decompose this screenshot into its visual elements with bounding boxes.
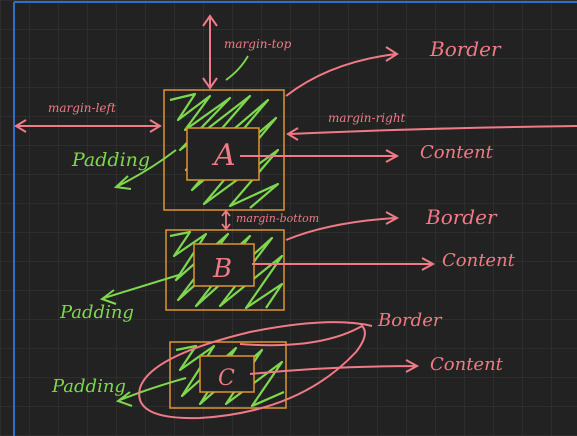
box-b: B bbox=[165, 229, 285, 311]
border-b-label: Border bbox=[425, 205, 498, 229]
box-a: A bbox=[163, 89, 285, 211]
box-b-border bbox=[165, 229, 285, 311]
box-b-padding-hatch bbox=[169, 230, 284, 310]
border-b-arrow bbox=[285, 211, 400, 241]
border-c-label: Border bbox=[377, 310, 443, 331]
content-a-arrow bbox=[240, 149, 400, 163]
margin-top-label: margin-top bbox=[224, 37, 292, 51]
margin-right-label: margin-right bbox=[328, 111, 406, 125]
border-a-label: Border bbox=[429, 37, 502, 61]
border-a-arrow bbox=[285, 46, 399, 97]
canvas-frame bbox=[13, 1, 577, 436]
padding-c-arrow bbox=[115, 377, 187, 407]
box-b-content bbox=[193, 243, 255, 287]
margin-bottom-arrow bbox=[221, 209, 231, 231]
padding-b-arrow bbox=[99, 273, 183, 305]
content-a-label: Content bbox=[420, 142, 494, 163]
padding-a-arrow bbox=[113, 149, 177, 190]
box-c: C bbox=[169, 341, 287, 409]
margin-left-label: margin-left bbox=[48, 101, 116, 115]
content-c-label: Content bbox=[430, 354, 504, 375]
margin-bottom-label: margin-bottom bbox=[236, 212, 319, 225]
content-b-label: Content bbox=[442, 250, 516, 271]
box-b-letter: B bbox=[212, 254, 232, 284]
content-c-arrow bbox=[249, 359, 420, 375]
box-a-padding-hatch bbox=[169, 92, 280, 209]
padding-a-label: Padding bbox=[71, 149, 150, 171]
box-a-border bbox=[163, 89, 285, 211]
margin-top-pointer bbox=[225, 55, 249, 81]
box-c-letter: C bbox=[218, 366, 235, 391]
box-c-content bbox=[199, 355, 255, 393]
padding-c-label: Padding bbox=[51, 376, 126, 397]
border-c-loop bbox=[138, 321, 373, 420]
margin-left-arrow bbox=[14, 119, 162, 133]
content-b-arrow bbox=[252, 257, 436, 271]
box-a-content bbox=[186, 127, 260, 181]
margin-right-arrow bbox=[286, 125, 577, 141]
margin-top-arrow bbox=[202, 14, 218, 90]
box-c-border bbox=[169, 341, 287, 409]
box-a-letter: A bbox=[211, 138, 236, 173]
padding-b-label: Padding bbox=[59, 302, 134, 323]
